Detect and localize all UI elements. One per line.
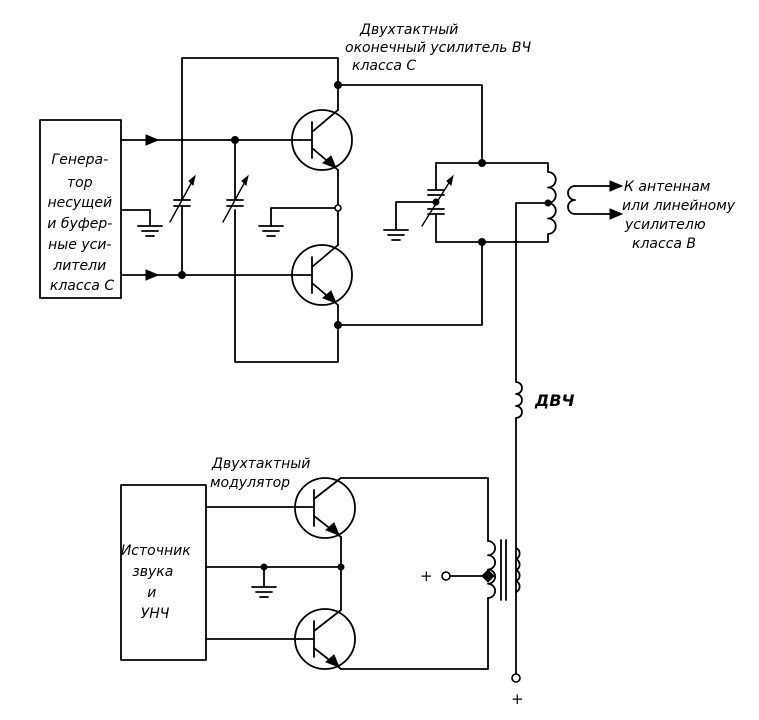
modulator-collector-wires — [340, 477, 489, 670]
ground-icon — [383, 201, 437, 241]
modulator-transistor-upper — [294, 477, 356, 568]
output-tank-circuit — [421, 159, 549, 246]
modulator-transistor-lower — [294, 566, 356, 670]
audio-source-block — [120, 484, 207, 661]
modulation-transformer — [487, 539, 521, 601]
rf-choke-label: ДВЧ — [534, 391, 574, 410]
plus-terminal-bottom: + — [511, 690, 524, 708]
primary-supply-tap — [441, 569, 495, 583]
input-trimmer-capacitors — [169, 57, 339, 363]
ground-icon — [251, 563, 277, 598]
plus-terminal-left: + — [420, 567, 433, 585]
generator-outputs — [120, 134, 301, 281]
output-coil — [515, 171, 557, 383]
antenna-coupling-coil — [567, 180, 624, 220]
generator-label: Генера- тор несущей и буфер- ные уси- ли… — [47, 152, 116, 294]
generator-block — [39, 119, 122, 299]
rf-transistor-upper — [291, 84, 353, 209]
audio-source-label: Источник звука и УНЧ — [121, 543, 195, 622]
audio-outputs — [205, 506, 342, 640]
rf-choke — [515, 381, 523, 675]
ground-icon — [258, 207, 339, 237]
rf-transistor-lower — [291, 207, 353, 326]
collector-wires — [334, 81, 483, 329]
modulator-title: Двухтактный модулятор — [210, 456, 315, 491]
output-amplifier-title: Двухтактный оконечный усилитель ВЧ класс… — [345, 22, 536, 74]
supply-terminal — [511, 673, 521, 683]
ground-icon — [120, 209, 163, 237]
antenna-output-note: К антеннам или линейному усилителю класс… — [622, 179, 740, 252]
